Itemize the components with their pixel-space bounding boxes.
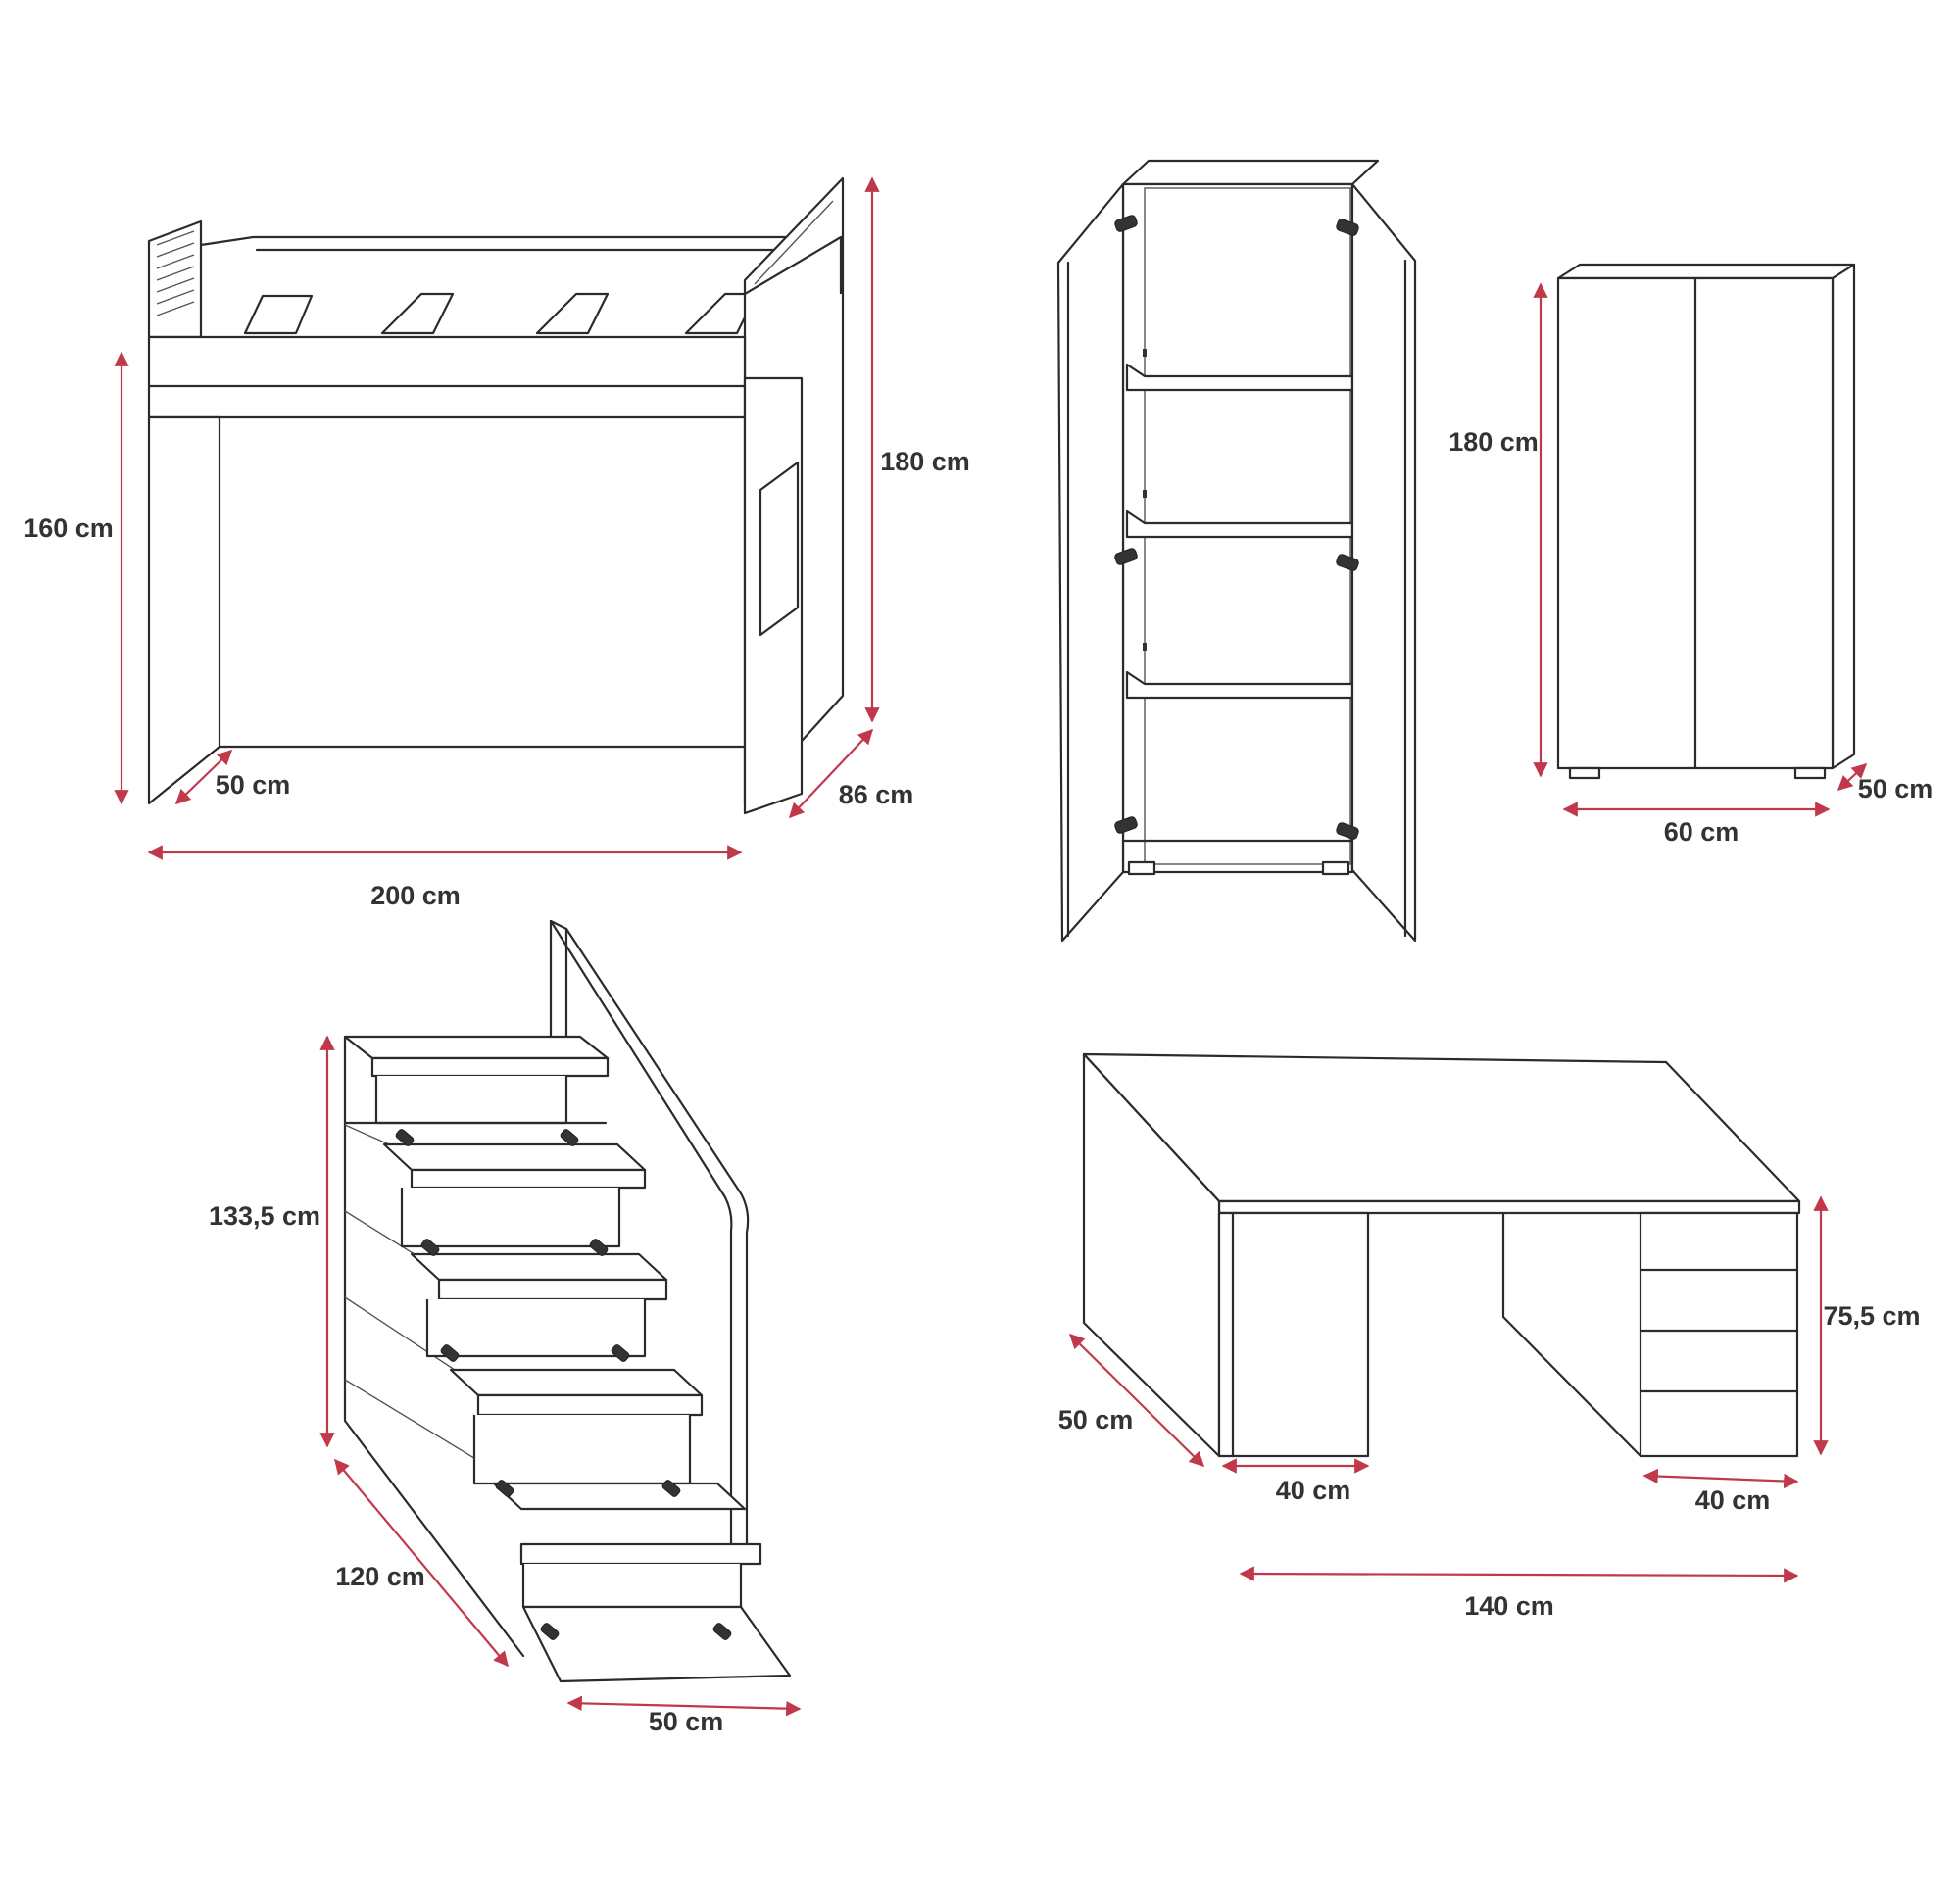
dim-arrow-desk-right-cabinet — [1642, 1468, 1799, 1489]
slat-3 — [535, 292, 610, 335]
step-2-nose — [410, 1168, 647, 1190]
step-1-riser — [374, 1076, 568, 1125]
closed-wardrobe-side — [1831, 263, 1856, 770]
wardrobe-top — [1121, 159, 1380, 186]
handle-icon — [395, 1129, 415, 1146]
right-door — [1350, 182, 1417, 943]
step-1-tread — [343, 1035, 610, 1060]
stairs-drawing — [343, 919, 792, 1683]
closed-wardrobe-drawing — [1556, 263, 1856, 780]
label-desk-length: 140 cm — [1464, 1591, 1554, 1621]
desk-drawing — [1082, 1052, 1801, 1458]
wardrobe-foot-left — [1127, 860, 1156, 876]
desk-top-edge — [1217, 1199, 1801, 1215]
dim-arrow-bed-depth-right — [788, 728, 874, 819]
dim-arrow-desk-depth — [1068, 1333, 1205, 1468]
open-wardrobe-drawing — [1056, 159, 1417, 943]
label-desk-depth: 50 cm — [1058, 1405, 1134, 1434]
handle-icon — [420, 1239, 440, 1256]
label-bed-depth-right: 86 cm — [839, 780, 914, 809]
dim-arrow-stairs-width — [566, 1695, 802, 1717]
end-panel-top — [744, 235, 843, 295]
hinge-icon — [1114, 548, 1138, 565]
label-stairs-width: 50 cm — [649, 1707, 724, 1736]
label-wardrobe-depth: 50 cm — [1858, 774, 1934, 803]
step-4-nose — [476, 1393, 704, 1417]
closed-wardrobe-foot-right — [1793, 766, 1827, 780]
label-bed-height: 160 cm — [24, 513, 114, 543]
step-4-riser — [472, 1415, 692, 1485]
dim-arrow-desk-length — [1239, 1566, 1799, 1583]
step-5-nose — [519, 1542, 762, 1566]
headboard-hatch — [156, 230, 195, 316]
handle-icon — [440, 1344, 460, 1362]
dim-arrow-wardrobe-depth — [1837, 762, 1868, 792]
hinge-icons — [1114, 215, 1359, 840]
slat-1 — [243, 294, 314, 335]
stairs-handle-icons — [395, 1129, 732, 1640]
shelf-pins — [1143, 349, 1147, 651]
dim-arrow-stairs-length — [334, 1458, 509, 1668]
closed-wardrobe-foot-left — [1568, 766, 1601, 780]
left-door — [1056, 182, 1125, 943]
step-3-tread — [410, 1252, 668, 1282]
label-bed-depth-left: 50 cm — [216, 770, 291, 800]
handle-icon — [611, 1344, 630, 1362]
step-3-nose — [437, 1278, 668, 1301]
label-bed-total-height: 180 cm — [880, 447, 970, 476]
end-panel-edge — [754, 200, 834, 285]
closed-wardrobe-top — [1556, 263, 1856, 280]
label-bed-length: 200 cm — [370, 881, 461, 910]
hinge-icon — [1336, 219, 1359, 236]
handle-icon — [712, 1623, 732, 1640]
slat-2 — [380, 292, 455, 335]
panel-window — [759, 461, 800, 637]
step-4-tread — [449, 1368, 704, 1397]
hinge-icon — [1336, 822, 1359, 840]
hinge-icon — [1114, 215, 1138, 232]
handle-icon — [589, 1239, 609, 1256]
handle-icon — [662, 1480, 681, 1497]
step-3-riser — [425, 1299, 647, 1358]
step-2-riser — [400, 1188, 621, 1248]
dim-arrow-bed-depth-left — [174, 749, 233, 805]
hinge-icon — [1336, 554, 1359, 571]
label-stairs-length: 120 cm — [335, 1562, 425, 1591]
step-5-tread — [492, 1482, 747, 1511]
desk-left-cabinet — [1217, 1211, 1370, 1458]
stairs-bottom-flap — [521, 1605, 792, 1683]
label-desk-right-cabinet: 40 cm — [1695, 1485, 1771, 1515]
back-rail — [199, 235, 843, 252]
loft-bed-drawing — [147, 176, 845, 815]
handle-icon — [560, 1129, 579, 1146]
step-2-tread — [382, 1142, 647, 1172]
desk-right-inner-side — [1501, 1211, 1642, 1458]
hinge-icon — [1114, 816, 1138, 834]
handle-icon — [540, 1623, 560, 1640]
desk-drawer-unit — [1639, 1211, 1799, 1458]
stairs-side-lines — [344, 1124, 520, 1486]
label-desk-left-cabinet: 40 cm — [1276, 1476, 1351, 1505]
left-leg-panel — [147, 415, 221, 805]
front-rail — [147, 335, 747, 419]
label-stairs-height: 133,5 cm — [209, 1201, 320, 1231]
handrail — [549, 919, 750, 1556]
label-desk-height: 75,5 cm — [1823, 1301, 1920, 1331]
label-wardrobe-height: 180 cm — [1448, 427, 1539, 457]
step-5-riser — [521, 1564, 743, 1609]
step-1-nose — [370, 1056, 610, 1078]
label-wardrobe-width: 60 cm — [1664, 817, 1740, 847]
wardrobe-foot-right — [1321, 860, 1350, 876]
